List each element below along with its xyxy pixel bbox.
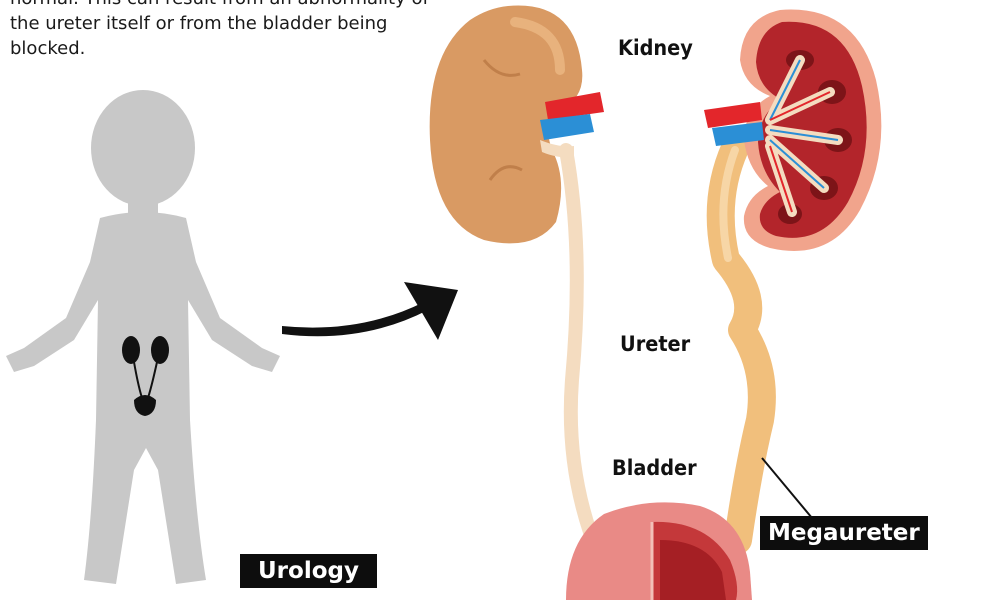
megaureter-label: Megaureter bbox=[760, 516, 928, 550]
ureter-label: Ureter bbox=[620, 332, 691, 356]
kidney-label: Kidney bbox=[618, 36, 693, 60]
urology-badge: Urology bbox=[240, 554, 377, 588]
kidney-section bbox=[740, 9, 882, 251]
intro-line-1: normal. This can result from an abnormal… bbox=[10, 0, 430, 11]
megaureter-pointer bbox=[761, 457, 813, 519]
bladder-shape bbox=[566, 502, 752, 600]
bladder-label: Bladder bbox=[612, 456, 697, 480]
kidney-normal bbox=[429, 5, 583, 244]
arrow-icon bbox=[282, 282, 458, 340]
baby-organs-icon bbox=[122, 336, 169, 416]
intro-line-3: blocked. bbox=[10, 38, 86, 59]
intro-line-2: the ureter itself or from the bladder be… bbox=[10, 13, 388, 34]
baby-silhouette bbox=[6, 90, 280, 584]
intro-paragraph: normal. This can result from an abnormal… bbox=[10, 0, 430, 61]
normal-ureter bbox=[559, 143, 597, 539]
